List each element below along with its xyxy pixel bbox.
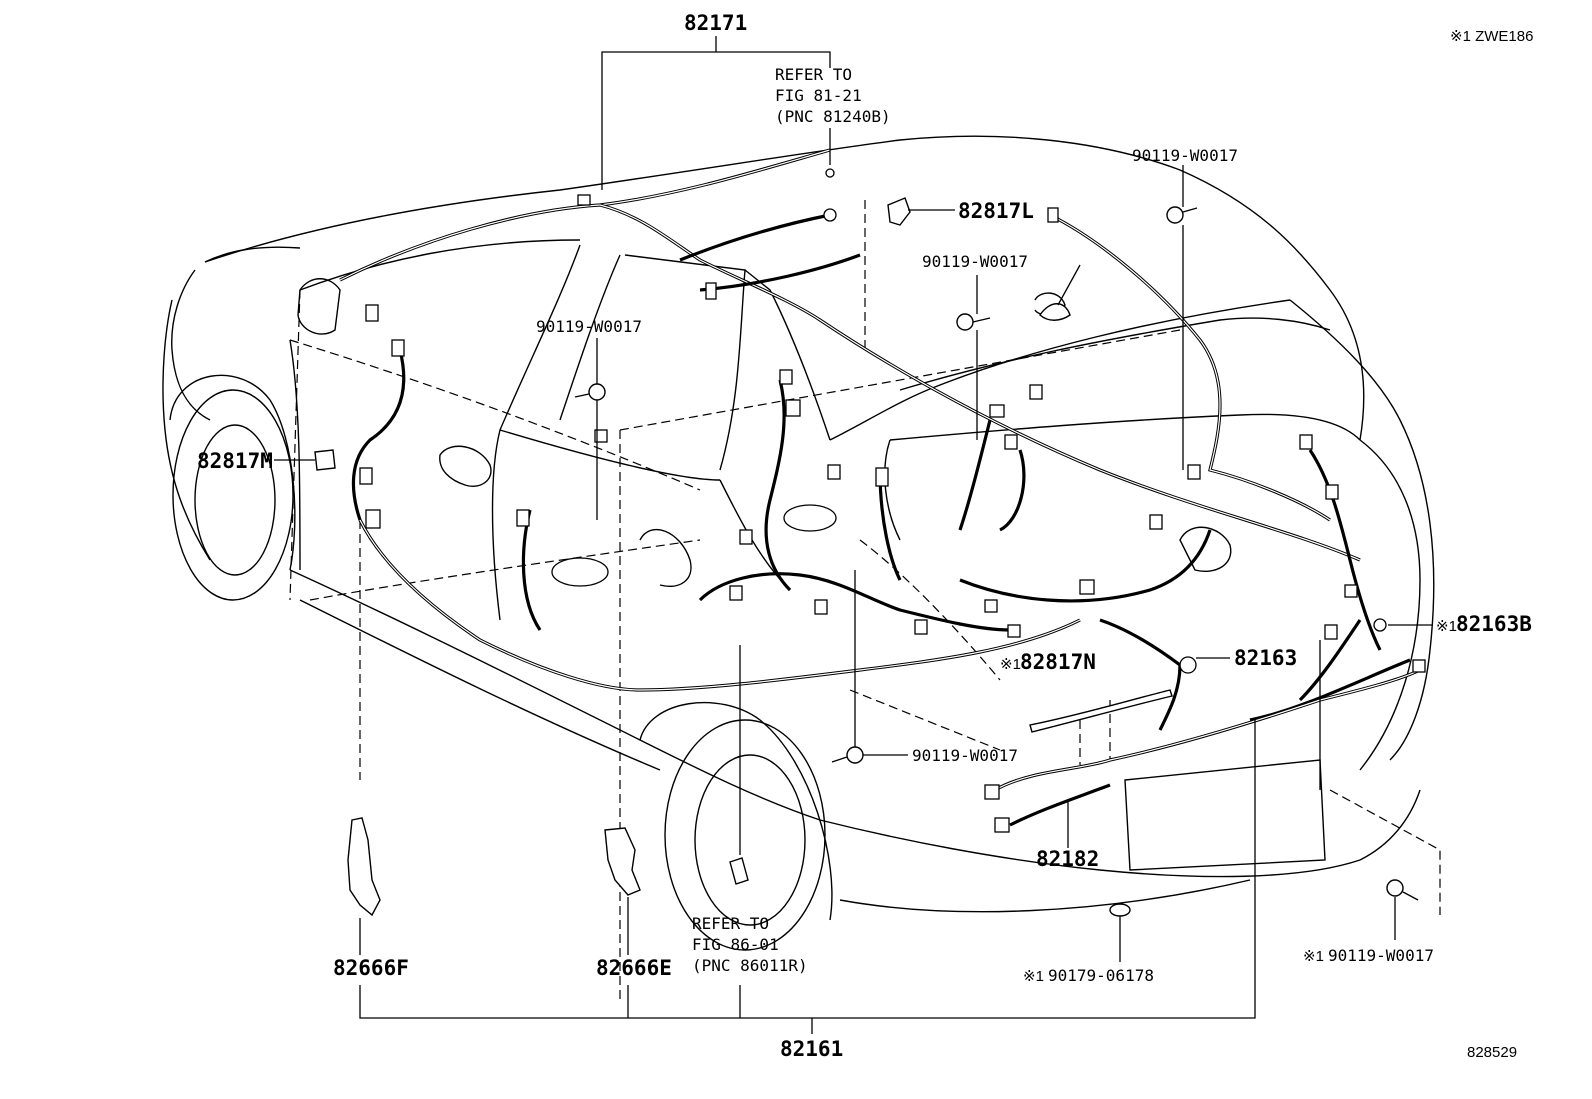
bracket-82666E-icon (604, 827, 641, 896)
part-82161[interactable]: 82161 (780, 1037, 843, 1061)
clip-bottom-label[interactable]: 90179-06178 (1048, 966, 1154, 985)
note1-marker-82817N: ※1 (1000, 656, 1021, 673)
note1-marker-82163B: ※1 (1436, 618, 1457, 635)
part-82666E[interactable]: 82666E (596, 956, 672, 980)
variant-note: ※1 ZWE186 (1450, 28, 1533, 45)
part-82163[interactable]: 82163 (1234, 646, 1297, 670)
leader-lines (274, 36, 1432, 1034)
ref-top-line2[interactable]: FIG 81-21 (775, 86, 862, 105)
part-82182[interactable]: 82182 (1036, 847, 1099, 871)
bolt-left-label[interactable]: 90119-W0017 (536, 317, 642, 336)
wire-harnesses (314, 148, 1421, 827)
ref-top-line1: REFER TO (775, 65, 852, 84)
brackets (347, 817, 749, 917)
part-82817N[interactable]: 82817N (1020, 650, 1096, 674)
bolt-top-right-label[interactable]: 90119-W0017 (1132, 146, 1238, 165)
bolt-lower-label[interactable]: 90119-W0017 (912, 746, 1018, 765)
fasteners (574, 206, 1419, 925)
note1-marker-bolt-far-right: ※1 (1303, 948, 1324, 965)
part-82171[interactable]: 82171 (684, 11, 747, 35)
bolt-icon (956, 313, 991, 331)
part-82817M[interactable]: 82817M (197, 449, 273, 473)
connector-86011R-icon (729, 857, 749, 885)
ref-top-line3: (PNC 81240B) (775, 107, 891, 126)
part-82666F[interactable]: 82666F (333, 956, 409, 980)
bolt-center-label[interactable]: 90119-W0017 (922, 252, 1028, 271)
bolt-icon (574, 383, 606, 401)
clip-icon (1109, 903, 1131, 925)
part-82817L[interactable]: 82817L (958, 199, 1034, 223)
hidden-lines (289, 200, 1441, 1000)
figure-code: 828529 (1467, 1044, 1517, 1061)
part-82163B[interactable]: 82163B (1456, 612, 1532, 636)
bracket-82666F-icon (347, 817, 381, 917)
ref-bottom-line2[interactable]: FIG 86-01 (692, 935, 779, 954)
connectors (359, 168, 1426, 833)
bolt-far-right-label[interactable]: 90119-W0017 (1328, 946, 1434, 965)
ref-bottom-line3: (PNC 86011R) (692, 956, 808, 975)
ref-bottom-line1: REFER TO (692, 914, 769, 933)
bolt-icon (1166, 206, 1198, 224)
bolt-icon (831, 746, 864, 764)
labels: ※1 ZWE186 828529 82171 REFER TO FIG 81-2… (197, 11, 1533, 1061)
note1-marker-clip: ※1 (1023, 968, 1044, 985)
bolt-icon (1386, 879, 1419, 901)
